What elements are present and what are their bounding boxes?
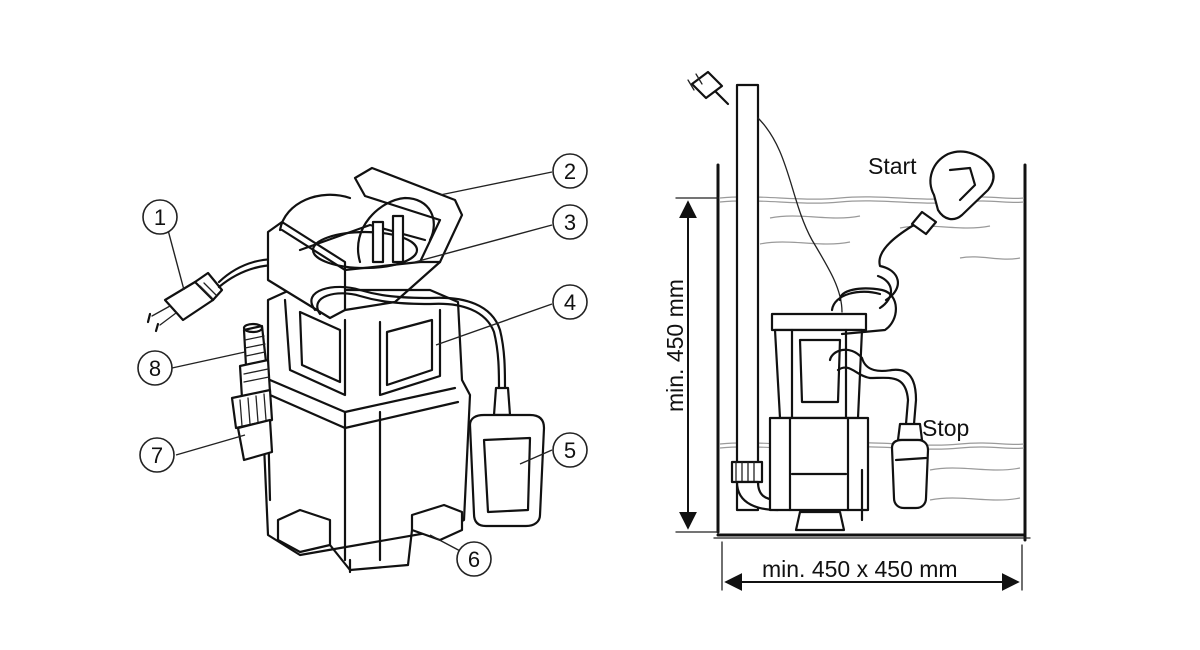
- callout-5: 5: [552, 432, 588, 468]
- discharge-pipe: [730, 83, 780, 512]
- svg-text:2: 2: [564, 159, 576, 184]
- pump-body: [260, 288, 472, 574]
- height-dimension: [675, 197, 719, 533]
- submerged-pump: [768, 312, 870, 532]
- install-float-cable-stop: [828, 348, 918, 426]
- water-surface-upper: [719, 196, 1025, 260]
- install-power-cord: [757, 117, 843, 313]
- width-label: min. 450 x 450 mm: [762, 556, 958, 582]
- float-switch-stop-icon: [890, 422, 930, 510]
- callout-7: 7: [139, 437, 175, 473]
- float-switch-start-icon: [910, 150, 995, 236]
- float-cable: [310, 285, 507, 392]
- callout-2: 2: [552, 153, 588, 189]
- water-surface-lower: [719, 442, 1025, 501]
- pump-handle: [266, 166, 464, 320]
- start-label: Start: [868, 153, 917, 179]
- height-label: min. 450 mm: [662, 279, 688, 412]
- svg-text:7: 7: [151, 443, 163, 468]
- svg-text:4: 4: [564, 290, 576, 315]
- float-switch-icon: [468, 386, 546, 528]
- svg-text:3: 3: [564, 210, 576, 235]
- svg-text:5: 5: [564, 438, 576, 463]
- callout-6: 6: [456, 541, 492, 577]
- pump-illustration: [146, 166, 546, 574]
- callout-leaders: [167, 171, 553, 554]
- width-dimension: [721, 541, 1023, 591]
- callout-4: 4: [552, 284, 588, 320]
- callout-1: 1: [142, 199, 178, 235]
- outlet-pipe: [230, 322, 274, 462]
- svg-text:6: 6: [468, 547, 480, 572]
- callout-3: 3: [552, 204, 588, 240]
- install-float-cable-start: [878, 218, 924, 302]
- svg-text:1: 1: [154, 205, 166, 230]
- callout-8: 8: [137, 350, 173, 386]
- power-plug-icon-install: [687, 70, 730, 106]
- stop-label: Stop: [922, 415, 969, 441]
- power-plug-icon: [146, 271, 224, 333]
- svg-text:8: 8: [149, 356, 161, 381]
- sump-illustration: [675, 70, 1031, 591]
